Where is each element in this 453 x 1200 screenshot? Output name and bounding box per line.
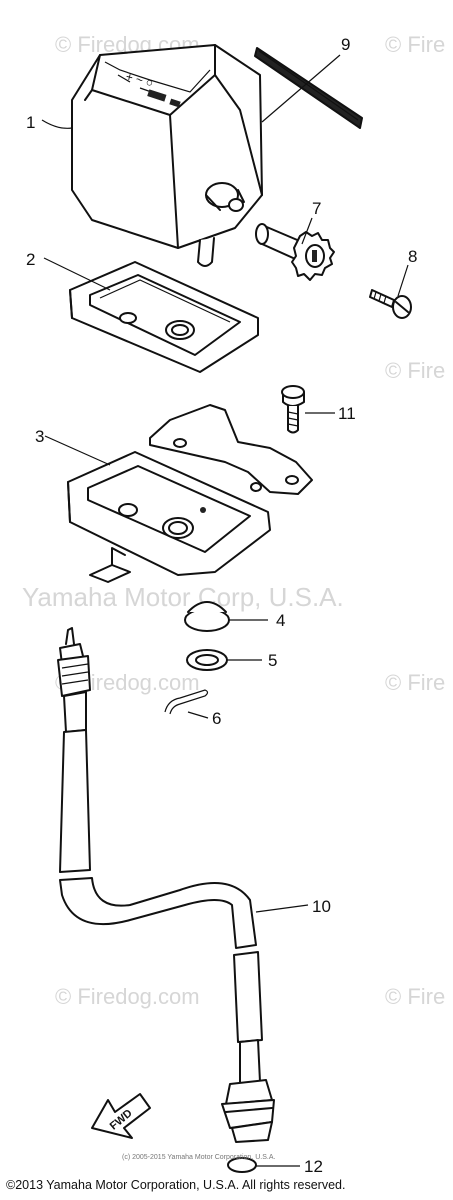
callout-11: 11 (338, 404, 356, 423)
svg-text:+ ~ ○: + ~ ○ (124, 69, 155, 90)
part-1-meter-housing: + ~ ○ (71, 44, 263, 267)
callout-2: 2 (26, 250, 35, 269)
part-6-clip (164, 689, 209, 715)
callout-5: 5 (268, 651, 277, 670)
leader-lines (41, 54, 409, 1167)
watermark-yamaha: Yamaha Motor Corp, U.S.A. (22, 582, 344, 612)
part-4-grommet (184, 601, 230, 632)
callout-3: 3 (35, 427, 44, 446)
part-12-o-ring (227, 1157, 257, 1173)
callout-4: 4 (276, 611, 285, 630)
callout-10: 10 (312, 897, 331, 916)
watermark-fire-fragment: © Fire (385, 984, 445, 1009)
part-5-washer (186, 649, 228, 671)
callout-labels: 1 2 3 4 5 6 7 8 9 10 11 12 (26, 35, 417, 1176)
watermark-fire-fragment: © Fire (385, 670, 445, 695)
watermark-firedog: © Firedog.com (55, 984, 200, 1009)
fwd-arrow: FWD (91, 1093, 151, 1139)
part-7-drive-gear (255, 223, 335, 281)
watermark-fire-fragment: © Fire (385, 32, 445, 57)
copyright-small: (c) 2005-2015 Yamaha Motor Corporation, … (122, 1154, 275, 1161)
footer-copyright: ©2013 Yamaha Motor Corporation, U.S.A. A… (6, 1178, 346, 1192)
callout-8: 8 (408, 247, 417, 266)
watermark-fire-fragment: © Fire (385, 358, 445, 383)
part-8-screw (369, 289, 412, 319)
callout-9: 9 (341, 35, 350, 54)
callout-7: 7 (312, 199, 321, 218)
callout-1: 1 (26, 113, 35, 132)
part-11-bolt (281, 385, 305, 434)
part-3-bracket (67, 404, 313, 583)
part-2-gasket (69, 261, 259, 373)
part-10-cable (57, 627, 275, 1143)
callout-12: 12 (304, 1157, 323, 1176)
part-9-lens-strip (254, 47, 363, 129)
callout-6: 6 (212, 709, 221, 728)
